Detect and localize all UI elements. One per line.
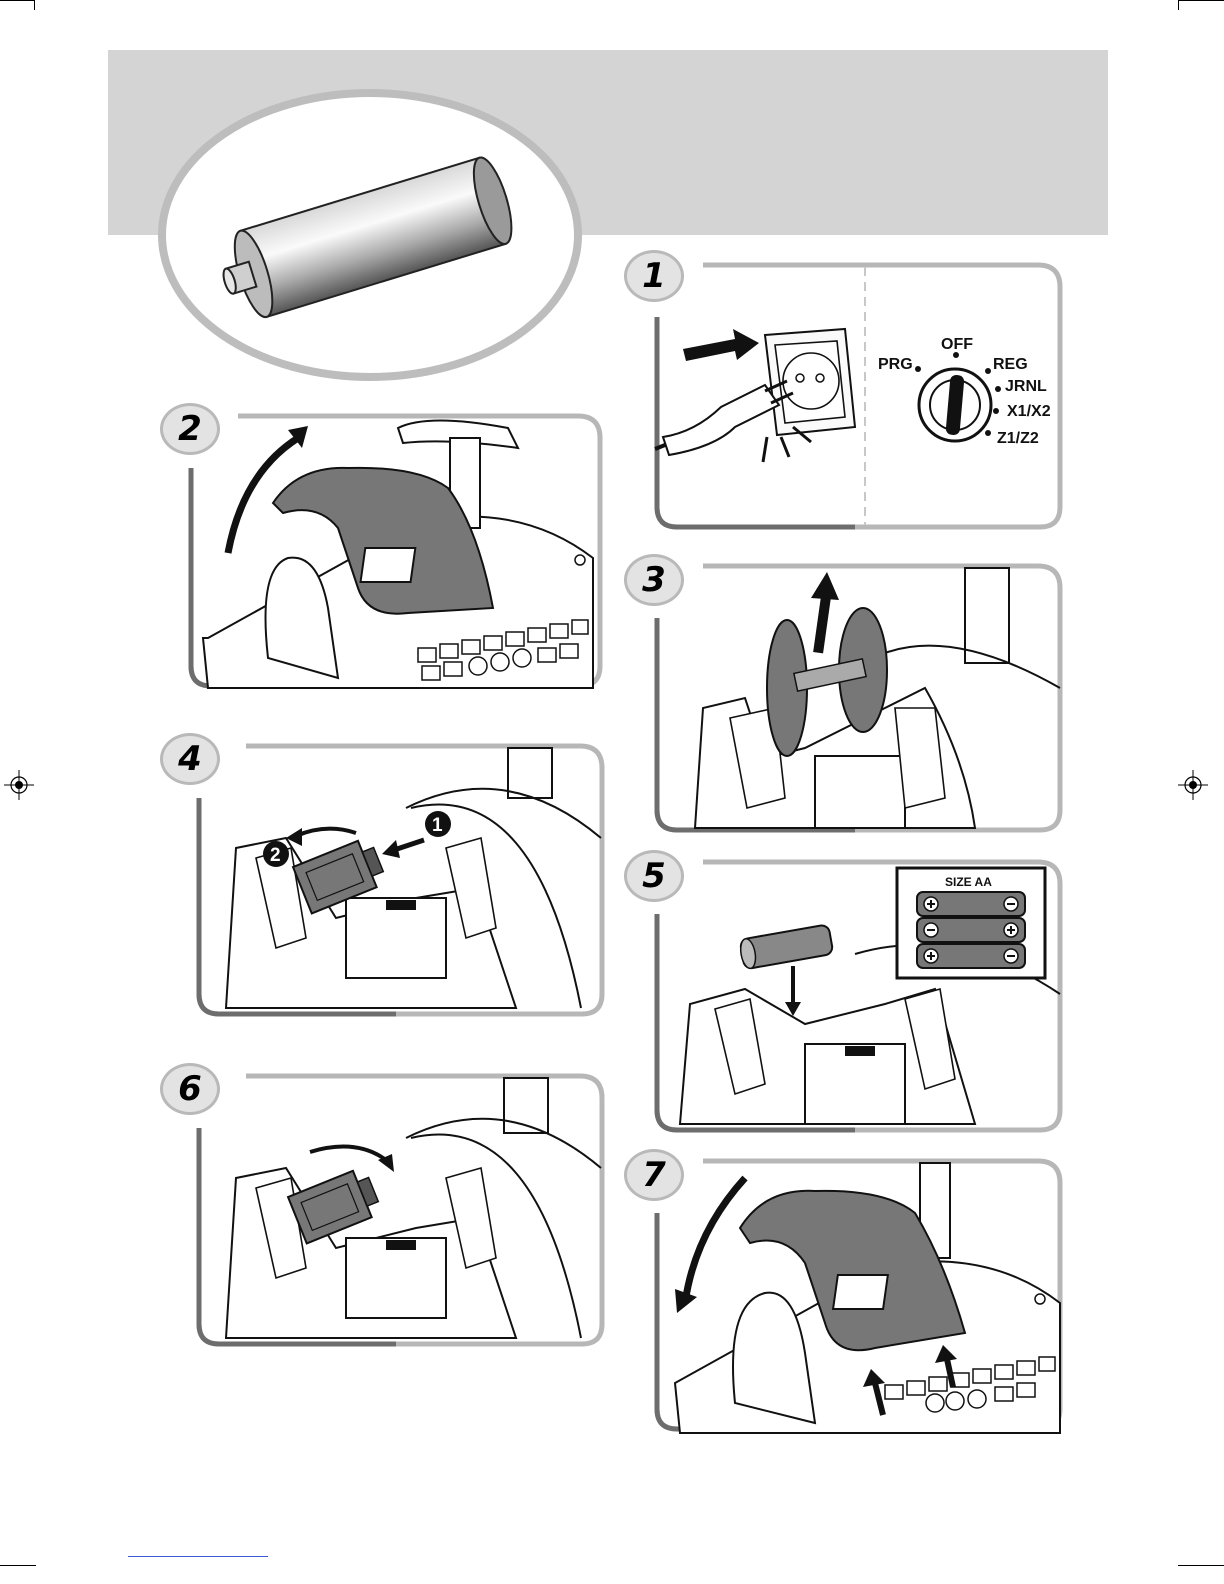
step-6-panel — [196, 1068, 608, 1350]
battery-size-title: SIZE AA — [945, 875, 992, 889]
step-4-panel: 1 2 — [196, 738, 608, 1020]
crop-mark — [1178, 1565, 1224, 1566]
footer-rule — [128, 1556, 268, 1557]
step-number-6: 6 — [160, 1063, 220, 1115]
step-5-panel: SIZE AA — [655, 854, 1063, 1136]
step-number-4: 4 — [160, 733, 220, 785]
step-2-panel — [188, 408, 606, 693]
step-1-panel: OFF PRG REG JRNL X1/X2 Z1/Z2 — [655, 257, 1063, 532]
crop-mark — [0, 0, 34, 1]
crop-mark — [34, 0, 35, 10]
step-number-3: 3 — [624, 554, 684, 606]
switch-label-jrnl: JRNL — [1005, 378, 1047, 395]
step-number-7: 7 — [624, 1149, 684, 1201]
switch-label-off: OFF — [941, 336, 973, 353]
callout-2: 2 — [270, 845, 281, 866]
register-mark-icon — [4, 770, 34, 800]
switch-label-prg: PRG — [878, 356, 913, 373]
crop-mark — [1178, 0, 1179, 10]
callout-1: 1 — [432, 815, 443, 836]
step-3-panel — [655, 558, 1063, 836]
step-number-2: 2 — [160, 403, 220, 455]
battery-icon — [155, 85, 585, 385]
crop-mark — [1178, 0, 1224, 1]
step-number-1: 1 — [624, 250, 684, 302]
wall-socket-icon — [765, 329, 855, 435]
switch-label-reg: REG — [993, 356, 1028, 373]
step-7-panel — [655, 1153, 1063, 1435]
switch-label-x1x2: X1/X2 — [1007, 403, 1051, 420]
register-mark-icon — [1178, 770, 1208, 800]
switch-label-z1z2: Z1/Z2 — [997, 430, 1039, 447]
step-number-5: 5 — [624, 850, 684, 902]
crop-mark — [0, 1565, 36, 1566]
